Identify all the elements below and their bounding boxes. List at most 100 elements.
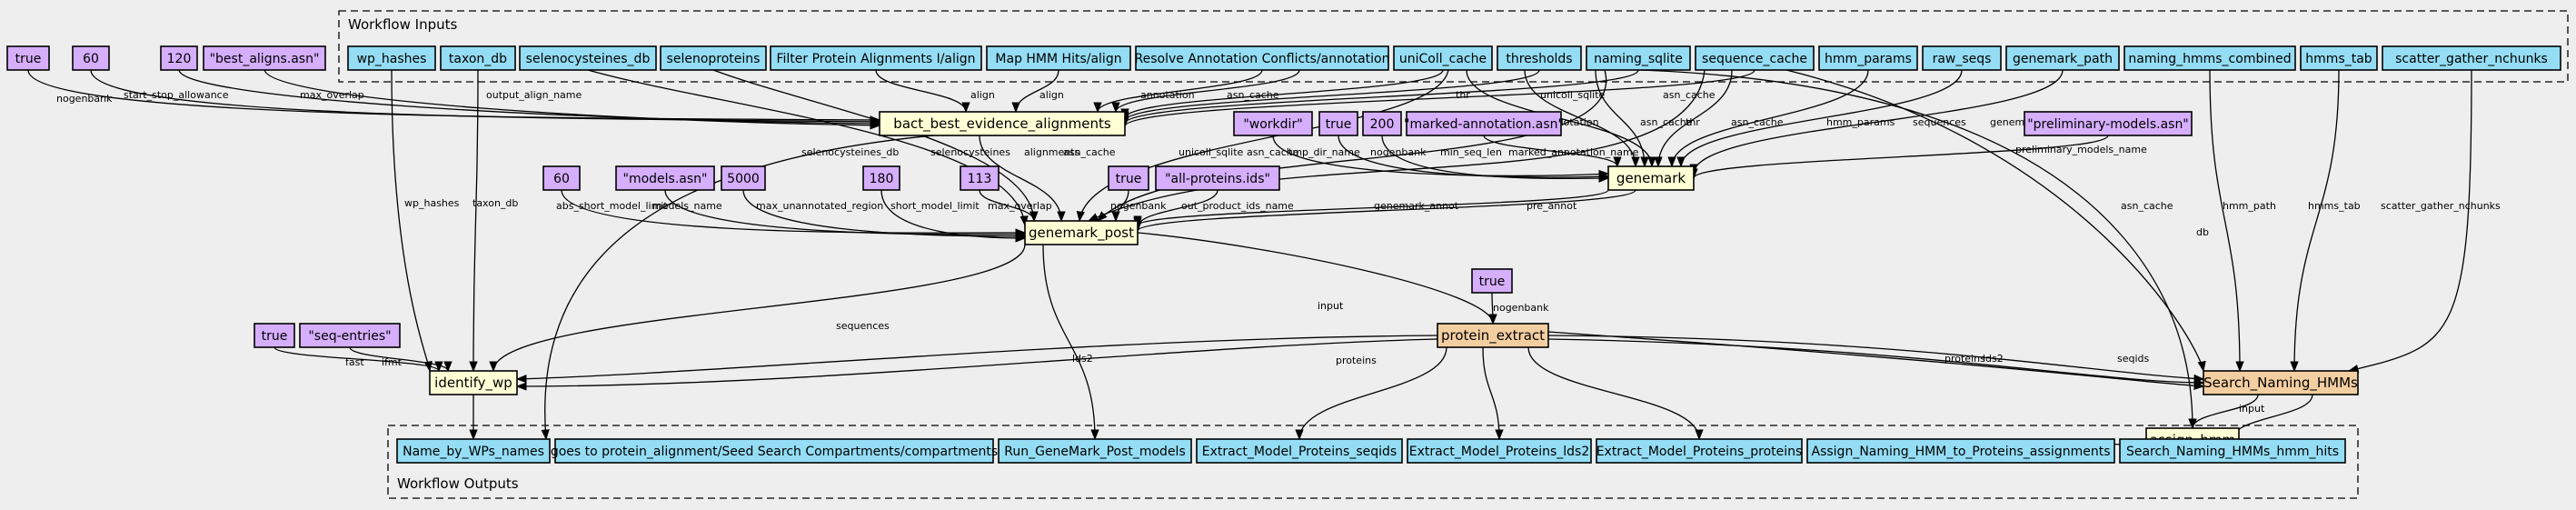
node-s-search-naming[interactable]: Search_Naming_HMMs: [2203, 370, 2359, 395]
node-p-5000[interactable]: 5000: [721, 165, 766, 191]
edge-label-align: align: [1039, 89, 1064, 101]
edge-label-input: input: [2239, 403, 2265, 415]
node-in-selenoproteins[interactable]: selenoproteins: [660, 45, 767, 71]
node-in-resolve[interactable]: Resolve Annotation Conflicts/annotation: [1135, 45, 1390, 71]
node-label-p-best-aligns: "best_aligns.asn": [210, 52, 320, 66]
node-in-unicoll-cache[interactable]: uniColl_cache: [1393, 45, 1493, 71]
edge-label-scatter_gather_nchunks: scatter_gather_nchunks: [2381, 200, 2501, 212]
edge-5000-region: max_unannotated_region: [742, 189, 1027, 241]
node-in-taxon-db[interactable]: taxon_db: [440, 45, 516, 71]
node-label-p-all-proteins: "all-proteins.ids": [1165, 172, 1270, 186]
node-label-p-true-d: true: [1479, 275, 1506, 289]
node-in-selenocysteines-db[interactable]: selenocysteines_db: [519, 45, 657, 71]
node-label-in-taxon-db: taxon_db: [449, 52, 507, 66]
node-p-180[interactable]: 180: [862, 165, 900, 191]
edge-sequence-asn-cache-b: asn_cache: [1120, 69, 1755, 128]
node-s-identify-wp[interactable]: identify_wp: [429, 370, 518, 395]
node-label-o-search-hits: Search_Naming_HMMs_hmm_hits: [2126, 445, 2339, 459]
edge-naming-unicoll-sqlite: unicoll_sqlite: [1120, 69, 1639, 125]
node-label-p-prelim: "preliminary-models.asn": [2027, 117, 2189, 132]
node-p-best-aligns[interactable]: "best_aligns.asn": [203, 45, 326, 71]
node-label-p-5000: 5000: [727, 172, 760, 186]
node-p-prelim[interactable]: "preliminary-models.asn": [2024, 111, 2193, 136]
node-o-seqids[interactable]: Extract_Model_Proteins_seqids: [1196, 438, 1403, 464]
edge-extract-lds2-search: lds2: [1547, 338, 2205, 387]
node-label-in-map-hmm: Map HMM Hits/align: [995, 52, 1121, 66]
node-o-goes-to[interactable]: goes to protein_alignment/Seed Search Co…: [551, 438, 998, 464]
edge-label-tmp_dir_name: tmp_dir_name: [1288, 146, 1360, 158]
edge-extract-seqids-search: seqids: [1547, 331, 2205, 390]
node-p-all-proteins[interactable]: "all-proteins.ids": [1155, 165, 1280, 191]
node-o-run-gm[interactable]: Run_GeneMark_Post_models: [998, 438, 1192, 464]
node-p-true-c[interactable]: true: [1108, 165, 1149, 191]
node-in-scatter[interactable]: scatter_gather_nchunks: [2382, 45, 2561, 71]
node-p-60-b[interactable]: 60: [542, 165, 581, 191]
node-p-true-b[interactable]: true: [1318, 111, 1358, 136]
edge-true-nogenbank-gm: nogenbank: [1338, 135, 1610, 181]
node-in-raw-seqs[interactable]: raw_seqs: [1922, 45, 2002, 71]
edge-label-nogenbank: nogenbank: [56, 93, 113, 105]
node-label-o-lds2: Extract_Model_Proteins_lds2: [1409, 445, 1590, 459]
edge-marked-name: marked_annotation_name: [1483, 135, 1639, 168]
node-s-bact[interactable]: bact_best_evidence_alignments: [879, 111, 1126, 136]
node-in-genemark-path[interactable]: genemark_path: [2005, 45, 2120, 71]
node-in-naming-hmms-combined[interactable]: naming_hmms_combined: [2123, 45, 2296, 71]
node-label-s-protein-extract: protein_extract: [1441, 327, 1545, 345]
edge-label-max_overlap: max_overlap: [988, 200, 1052, 212]
node-label-s-bact: bact_best_evidence_alignments: [893, 115, 1111, 133]
node-o-name-wp[interactable]: Name_by_WPs_names: [396, 438, 551, 464]
node-in-filter-align[interactable]: Filter Protein Alignments I/align: [770, 45, 982, 71]
node-in-naming-sqlite[interactable]: naming_sqlite: [1586, 45, 1691, 71]
node-in-map-hmm[interactable]: Map HMM Hits/align: [986, 45, 1131, 71]
edge-scatter: scatter_gather_nchunks: [2347, 69, 2501, 374]
node-label-in-unicoll-cache: uniColl_cache: [1399, 52, 1487, 66]
node-p-marked[interactable]: "marked-annotation.asn": [1404, 111, 1564, 136]
edge-true-e-fast: fast: [274, 346, 443, 373]
node-label-p-models: "models.asn": [623, 172, 708, 186]
node-p-113[interactable]: 113: [960, 165, 1000, 191]
node-o-lds2[interactable]: Extract_Model_Proteins_lds2: [1407, 438, 1592, 464]
node-label-p-true-a: true: [15, 52, 42, 66]
node-label-p-true-e: true: [262, 329, 288, 344]
node-label-in-filter-align: Filter Protein Alignments I/align: [776, 52, 975, 66]
edge-label-thr: thr: [1686, 116, 1700, 128]
node-label-s-genemark-post: genemark_post: [1029, 225, 1134, 242]
node-in-sequence-cache[interactable]: sequence_cache: [1695, 45, 1815, 71]
node-in-wp-hashes[interactable]: wp_hashes: [347, 45, 436, 71]
node-p-true-a[interactable]: true: [6, 45, 50, 71]
edge-extract-lds2: lds2: [515, 335, 1438, 384]
node-p-workdir[interactable]: "workdir": [1233, 111, 1313, 136]
edge-map-hmm-align: align: [1011, 69, 1064, 114]
edge-label-short_model_limit: short_model_limit: [890, 200, 980, 212]
node-p-120[interactable]: 120: [160, 45, 198, 71]
node-o-proteins[interactable]: Extract_Model_Proteins_proteins: [1596, 438, 1803, 464]
node-label-p-113: 113: [968, 172, 992, 186]
node-in-hmm-params[interactable]: hmm_params: [1818, 45, 1918, 71]
node-label-o-proteins: Extract_Model_Proteins_proteins: [1596, 445, 1803, 459]
node-p-seq-entries[interactable]: "seq-entries": [299, 323, 401, 348]
edge-out-search-hits: [2228, 394, 2313, 441]
edge-60-abs: abs_short_model_limit: [556, 189, 1027, 237]
edge-db-search: db: [1640, 69, 2209, 430]
edge-unicoll-bact: [1120, 69, 1444, 120]
node-label-p-marked: "marked-annotation.asn": [1404, 117, 1564, 132]
node-p-true-e[interactable]: true: [254, 323, 295, 348]
node-p-60-a[interactable]: 60: [72, 45, 110, 71]
node-p-true-d[interactable]: true: [1471, 268, 1513, 294]
node-s-genemark[interactable]: genemark: [1607, 165, 1695, 191]
node-s-genemark-post[interactable]: genemark_post: [1024, 220, 1139, 245]
node-s-protein-extract[interactable]: protein_extract: [1437, 323, 1549, 348]
edge-taxon-db: taxon_db: [469, 69, 518, 373]
node-in-hmms-tab[interactable]: hmms_tab: [2300, 45, 2378, 71]
node-o-search-hits[interactable]: Search_Naming_HMMs_hmm_hits: [2119, 438, 2346, 464]
node-p-200[interactable]: 200: [1362, 111, 1402, 136]
edge-label-thr: thr: [1456, 89, 1470, 101]
node-o-assign[interactable]: Assign_Naming_HMM_to_Proteins_assignment…: [1806, 438, 2115, 464]
edge-label-ifmt: ifmt: [382, 356, 403, 368]
node-in-thresholds[interactable]: thresholds: [1497, 45, 1582, 71]
edge-label-asn_cache: asn_cache: [1663, 89, 1716, 101]
edge-120-max-overlap: max_overlap: [178, 69, 881, 128]
node-label-p-60-a: 60: [83, 52, 99, 66]
node-p-models[interactable]: "models.asn": [615, 165, 715, 191]
